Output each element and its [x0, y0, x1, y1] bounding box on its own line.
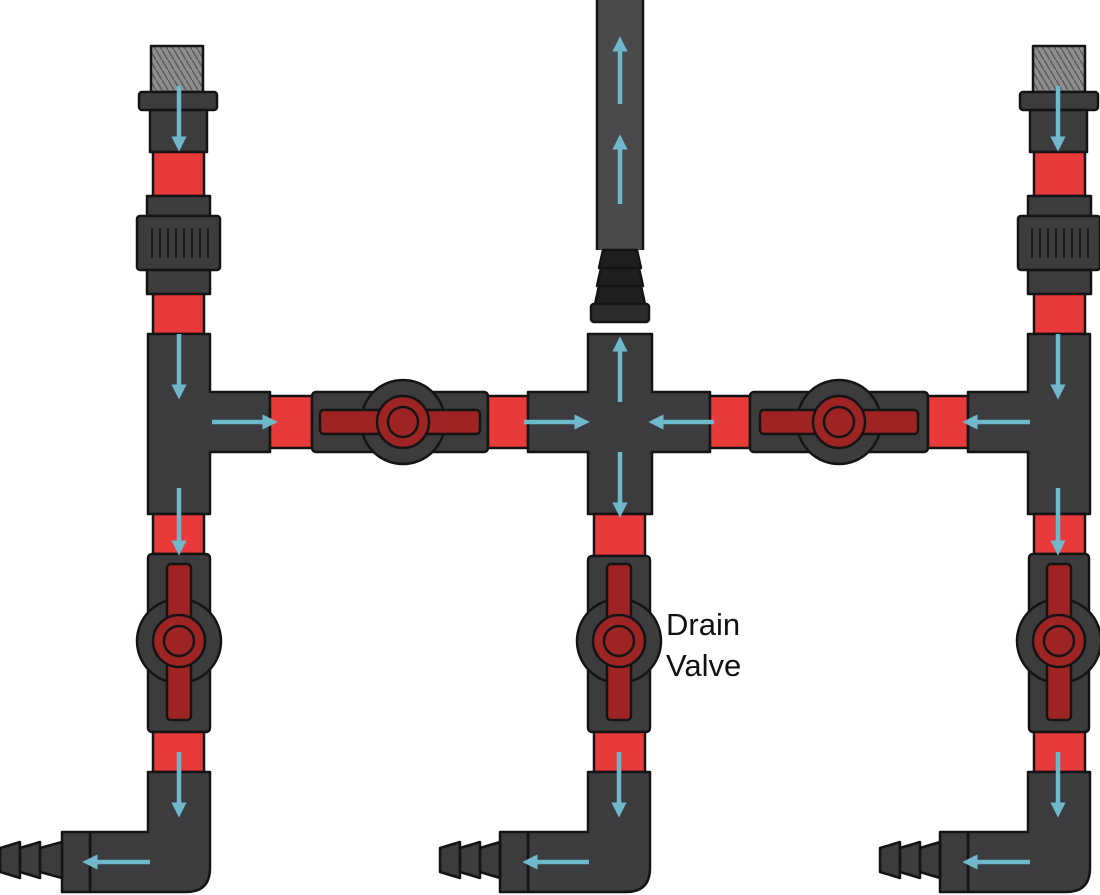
flow-arrows: [82, 36, 1066, 870]
outlet-barb-adapter: [589, 248, 651, 324]
drain-valve-label-line1: Drain: [666, 607, 740, 642]
left-ball-valve: [135, 512, 223, 774]
left-horizontal-valve: [268, 378, 530, 466]
center-cross-fitting: [526, 332, 712, 516]
drain-valve-label-line2: Valve: [666, 648, 741, 683]
right-horizontal-valve: [708, 378, 970, 466]
drain-valve: [575, 512, 663, 774]
outlet-hose: [595, 0, 645, 250]
right-ball-valve: [1015, 512, 1100, 774]
